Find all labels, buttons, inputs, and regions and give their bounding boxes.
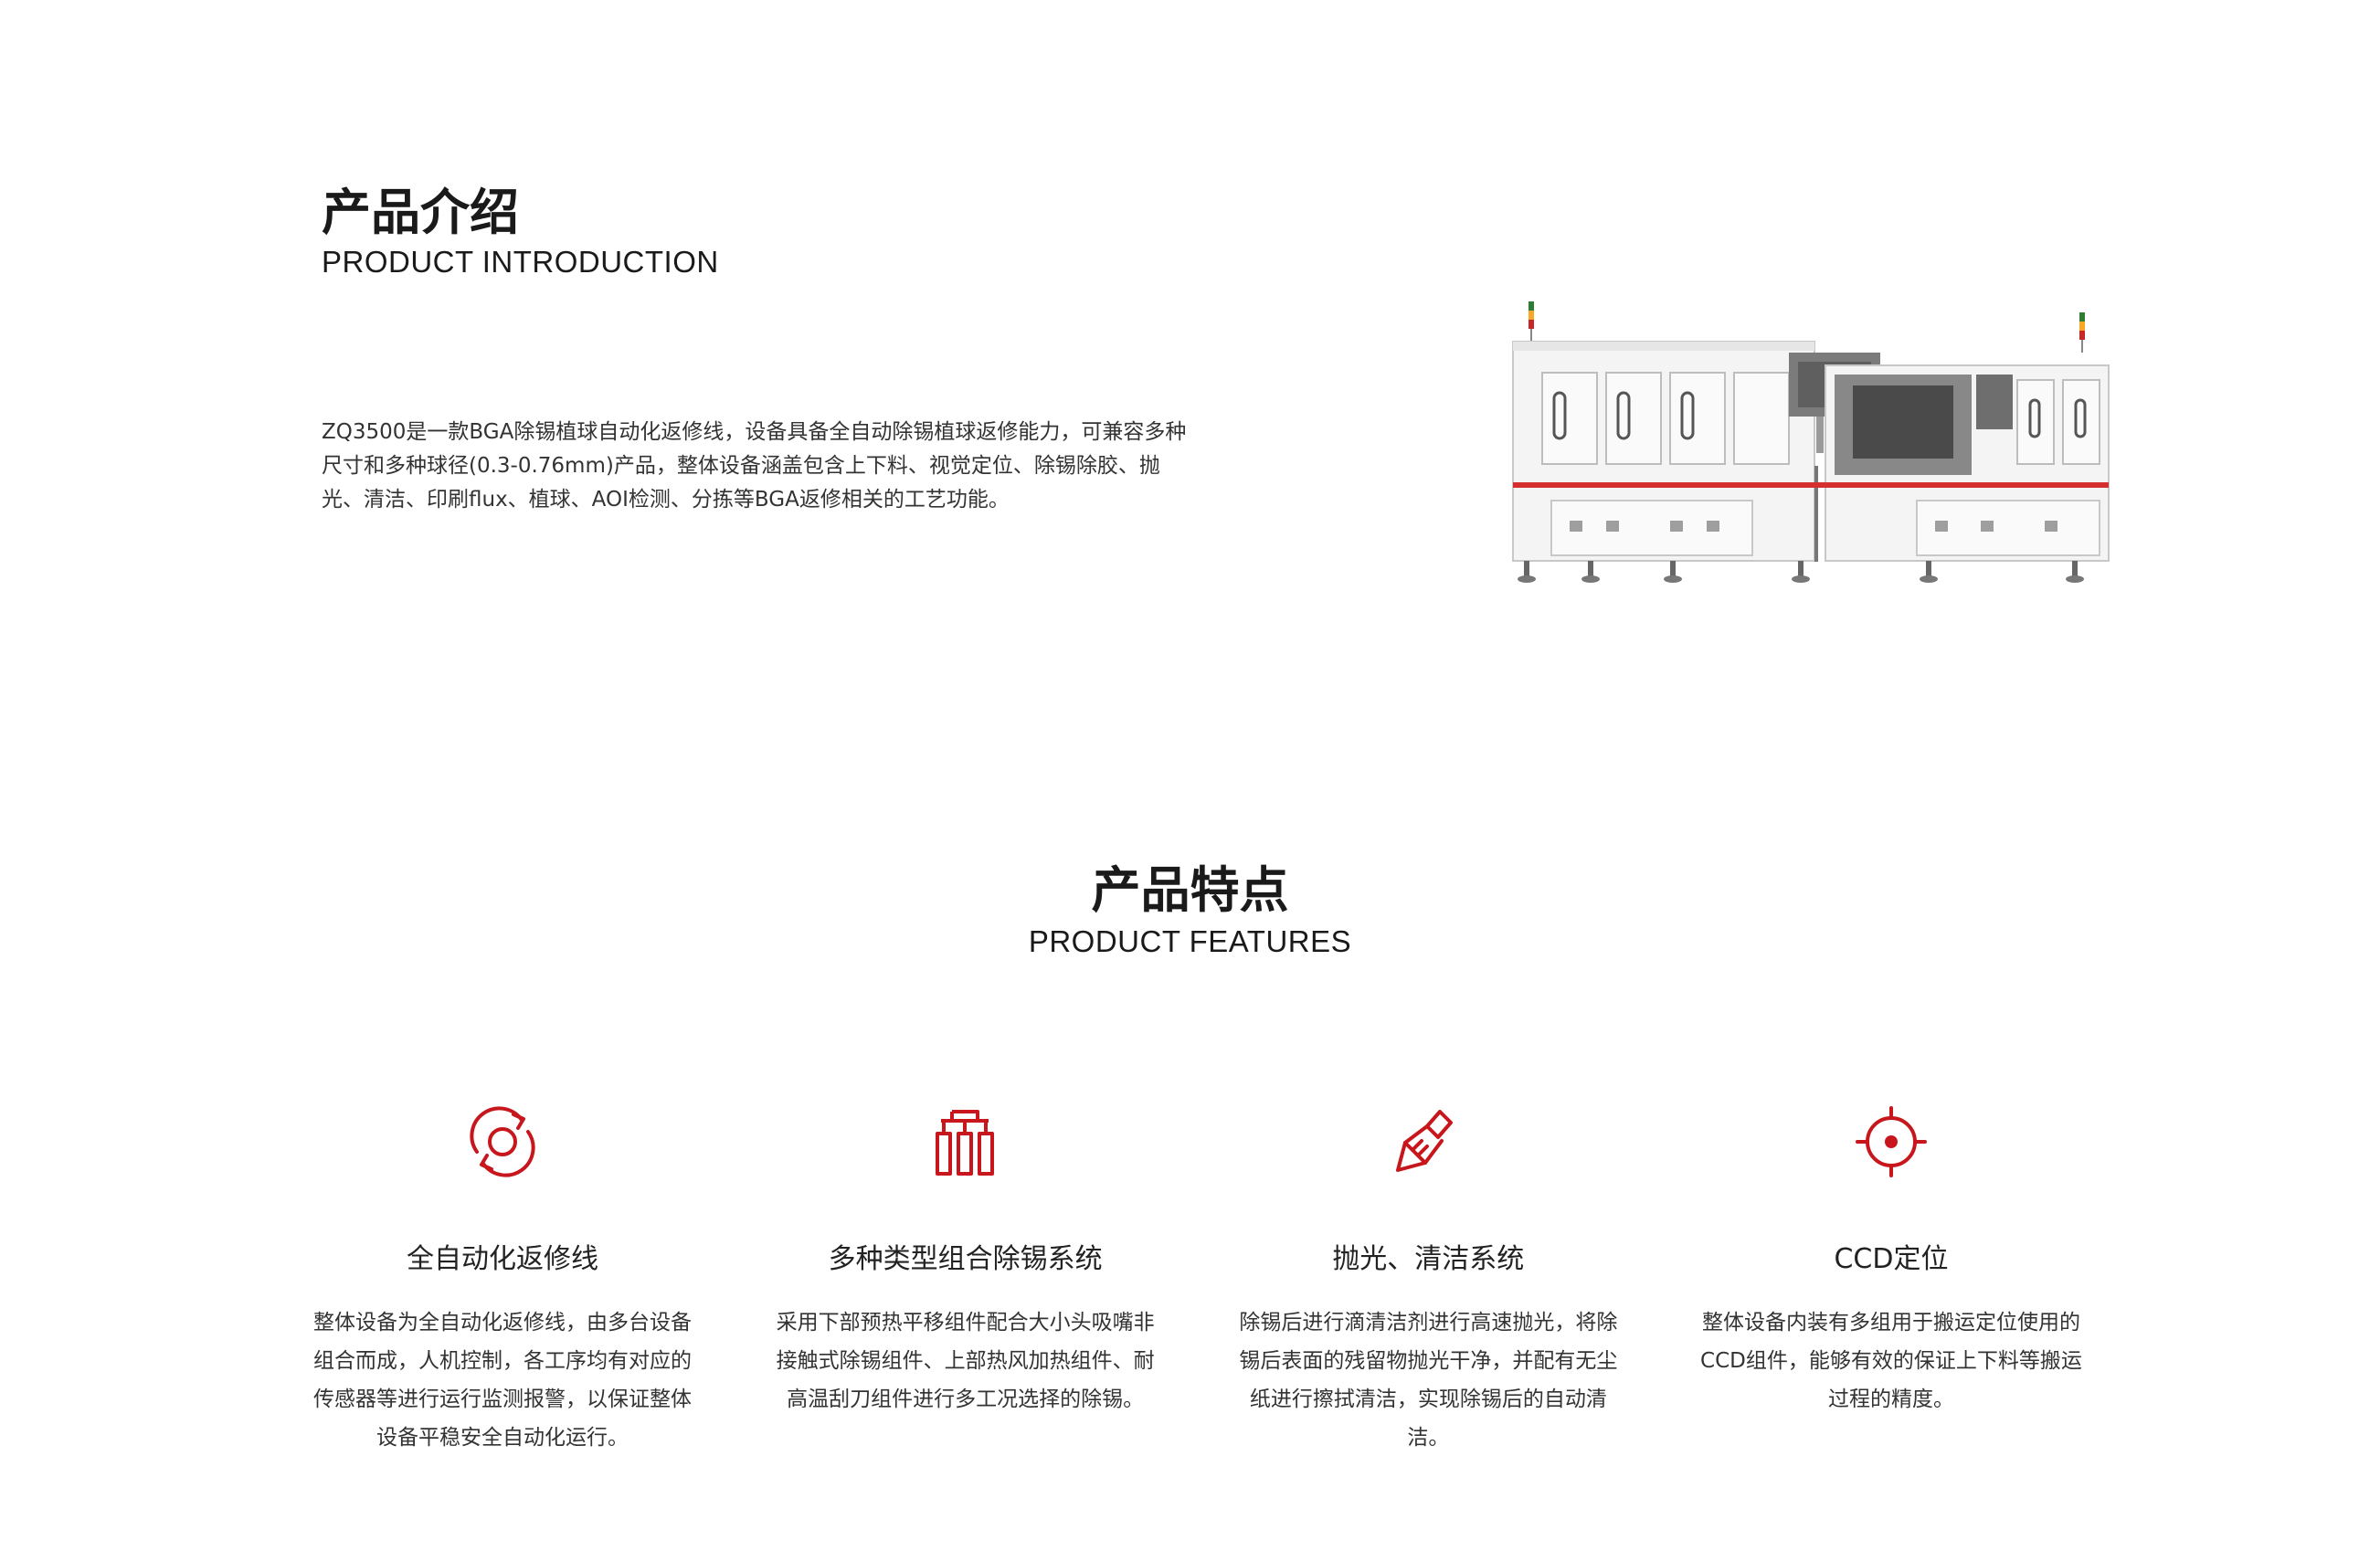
feature-title: 抛光、清洁系统 [1332, 1243, 1525, 1275]
modules-icon [935, 1110, 994, 1176]
feature-description: 整体设备为全自动化返修线，由多台设备组合而成，人机控制，各工序均有对应的传感器等… [313, 1311, 692, 1450]
feature-item-ccd-positioning: CCD定位 整体设备内装有多组用于搬运定位使用的CCD组件，能够有效的保证上下料… [1681, 1101, 2101, 1466]
feature-title: CCD定位 [1834, 1243, 1949, 1275]
feature-description: 除锡后进行滴清洁剂进行高速抛光，将除锡后表面的残留物抛光干净，并配有无尘纸进行擦… [1239, 1311, 1618, 1450]
feature-description: 整体设备内装有多组用于搬运定位使用的CCD组件，能够有效的保证上下料等搬运过程的… [1700, 1311, 2082, 1411]
brush-icon [1396, 1110, 1454, 1172]
intro-description: ZQ3500是一款BGA除锡植球自动化返修线，设备具备全自动除锡植球返修能力，可… [322, 420, 1187, 512]
feature-title: 全自动化返修线 [407, 1243, 598, 1275]
feature-item-tin-removal: 多种类型组合除锡系统 采用下部预热平移组件配合大小头吸嘴非接触式除锡组件、上部热… [756, 1101, 1176, 1466]
auto-cycle-icon [470, 1106, 535, 1177]
features-title: 产品特点 [1091, 861, 1289, 919]
feature-title: 多种类型组合除锡系统 [828, 1243, 1103, 1275]
features-subtitle: PRODUCT FEATURES [1028, 924, 1352, 958]
target-icon [1855, 1106, 1927, 1177]
feature-item-auto-repair: 全自动化返修线 整体设备为全自动化返修线，由多台设备组合而成，人机控制，各工序均… [292, 1101, 713, 1466]
intro-subtitle: PRODUCT INTRODUCTION [322, 245, 719, 279]
feature-item-polish-clean: 抛光、清洁系统 除锡后进行滴清洁剂进行高速抛光，将除锡后表面的残留物抛光干净，并… [1218, 1101, 1638, 1466]
features-list: 全自动化返修线 整体设备为全自动化返修线，由多台设备组合而成，人机控制，各工序均… [292, 1101, 2101, 1466]
intro-title: 产品介绍 [322, 184, 519, 241]
feature-description: 采用下部预热平移组件配合大小头吸嘴非接触式除锡组件、上部热风加热组件、耐高温刮刀… [776, 1311, 1155, 1411]
product-machine-image [1487, 301, 2118, 603]
